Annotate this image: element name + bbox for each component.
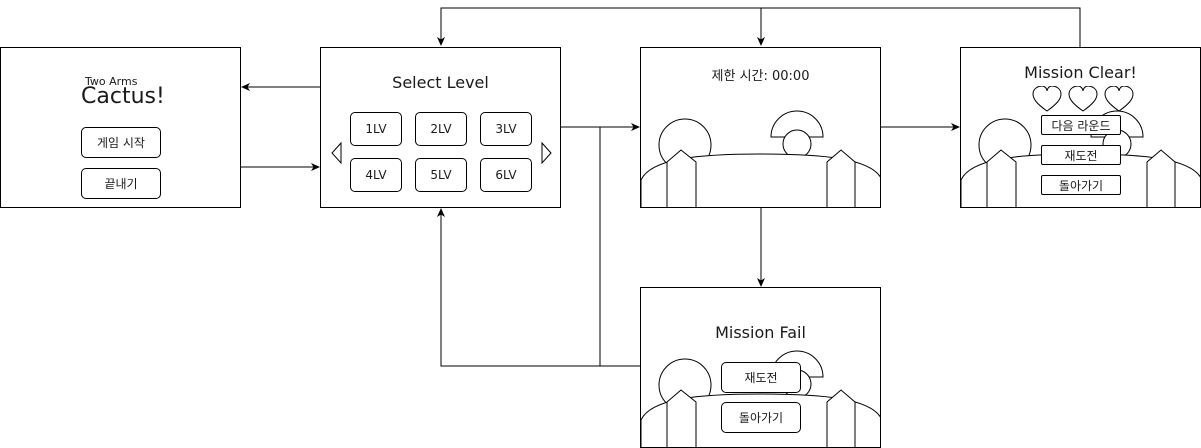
arrow-fail-to-level [437,208,640,367]
cactus-left [666,149,697,207]
heart-icon [1032,86,1062,112]
cactus-right [826,149,856,207]
game-scene [641,110,880,207]
triangle-right-icon[interactable] [539,141,553,165]
back-button[interactable]: 돌아가기 [1041,175,1121,195]
cactus-left [986,149,1017,207]
mission-clear-screen: Mission Clear! 다음 라운드 재도전 돌아가기 [960,47,1201,208]
next-round-button[interactable]: 다음 라운드 [1041,115,1121,135]
level-button-2[interactable]: 2LV [415,112,467,146]
exit-button[interactable]: 끝내기 [81,168,161,199]
level-button-5[interactable]: 5LV [415,158,467,192]
cactus-right [826,389,856,447]
player-body [782,129,812,159]
game-title: Cactus! [81,84,165,109]
start-screen: Two Arms Cactus! 게임 시작 끝내기 [0,47,241,208]
level-button-6[interactable]: 6LV [480,158,532,192]
level-button-1[interactable]: 1LV [350,112,402,146]
game-screen: 제한 시간: 00:00 [640,47,881,208]
level-button-3[interactable]: 3LV [480,112,532,146]
mission-fail-screen: Mission Fail 재도전 돌아가기 [640,287,881,448]
game-subtitle: Two Arms [85,75,138,88]
cactus-left [666,389,697,447]
heart-icon [1104,86,1134,112]
level-select-title: Select Level [392,73,489,92]
retry-button[interactable]: 재도전 [1041,145,1121,165]
cactus-right [1146,149,1176,207]
mission-fail-title: Mission Fail [715,323,806,342]
mission-clear-title: Mission Clear! [1024,63,1137,82]
timer-text: 제한 시간: 00:00 [711,69,810,84]
start-game-button[interactable]: 게임 시작 [81,127,161,158]
player-cactus-head [770,110,824,138]
level-select-screen: Select Level 1LV 2LV 3LV 4LV 5LV 6LV [320,47,561,208]
retry-button[interactable]: 재도전 [721,362,801,393]
hearts-row [1032,86,1134,112]
desert-ground [641,153,880,207]
back-button[interactable]: 돌아가기 [721,402,801,433]
level-button-4[interactable]: 4LV [350,158,402,192]
heart-icon [1068,86,1098,112]
triangle-left-icon[interactable] [330,141,344,165]
